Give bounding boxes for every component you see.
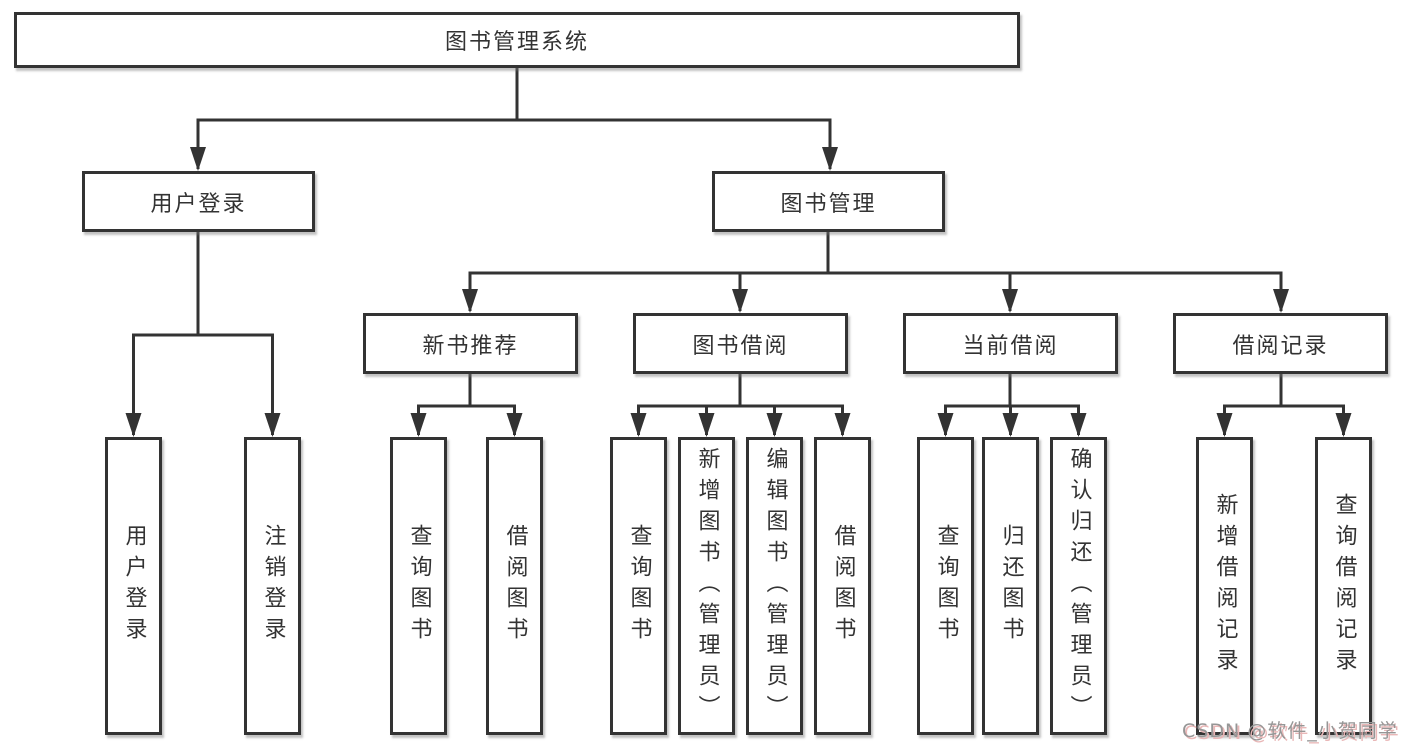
node-borrow-record-label: 借阅记录 [1232, 333, 1329, 359]
leaf-edit-book-label: 编辑图书（管理员） [762, 446, 788, 726]
node-current-borrow: 当前借阅 [903, 313, 1118, 374]
node-root-label: 图书管理系统 [444, 30, 589, 55]
node-new-book-rec: 新书推荐 [363, 313, 578, 374]
leaf-logout: 注销登录 [244, 437, 301, 735]
node-new-book-rec-label: 新书推荐 [422, 333, 519, 359]
leaf-borrow-book-1: 借阅图书 [486, 437, 543, 735]
leaf-user-login: 用户登录 [105, 437, 162, 735]
leaf-query-record: 查询借阅记录 [1315, 437, 1372, 735]
leaf-query-book-3: 查询图书 [917, 437, 974, 735]
node-user-login: 用户登录 [82, 171, 315, 232]
node-book-mgmt-label: 图书管理 [780, 191, 877, 217]
node-root: 图书管理系统 [14, 12, 1020, 68]
leaf-query-book-2-label: 查询图书 [626, 524, 652, 648]
leaf-add-book-label: 新增图书（管理员） [694, 446, 720, 726]
node-book-borrow: 图书借阅 [633, 313, 848, 374]
leaf-query-book-1: 查询图书 [390, 437, 447, 735]
leaf-confirm-return: 确认归还（管理员） [1050, 437, 1107, 735]
node-book-mgmt: 图书管理 [712, 171, 945, 232]
leaf-query-record-label: 查询借阅记录 [1331, 493, 1357, 679]
leaf-query-book-2: 查询图书 [610, 437, 667, 735]
leaf-logout-label: 注销登录 [260, 524, 286, 648]
leaf-query-book-1-label: 查询图书 [406, 524, 432, 648]
leaf-borrow-book-1-label: 借阅图书 [502, 524, 528, 648]
leaf-borrow-book-2: 借阅图书 [814, 437, 871, 735]
leaf-add-record-label: 新增借阅记录 [1212, 493, 1238, 679]
node-user-login-label: 用户登录 [150, 191, 247, 217]
leaf-edit-book: 编辑图书（管理员） [746, 437, 803, 735]
node-borrow-record: 借阅记录 [1173, 313, 1388, 374]
csdn-watermark: CSDN @软件_小贺同学 [1182, 720, 1398, 742]
leaf-query-book-3-label: 查询图书 [933, 524, 959, 648]
leaf-borrow-book-2-label: 借阅图书 [830, 524, 856, 648]
leaf-add-book: 新增图书（管理员） [678, 437, 735, 735]
node-current-borrow-label: 当前借阅 [962, 333, 1059, 359]
leaf-return-book: 归还图书 [982, 437, 1039, 735]
leaf-add-record: 新增借阅记录 [1196, 437, 1253, 735]
leaf-return-book-label: 归还图书 [998, 524, 1024, 648]
node-book-borrow-label: 图书借阅 [692, 333, 789, 359]
leaf-user-login-label: 用户登录 [121, 524, 147, 648]
leaf-confirm-return-label: 确认归还（管理员） [1066, 446, 1092, 726]
